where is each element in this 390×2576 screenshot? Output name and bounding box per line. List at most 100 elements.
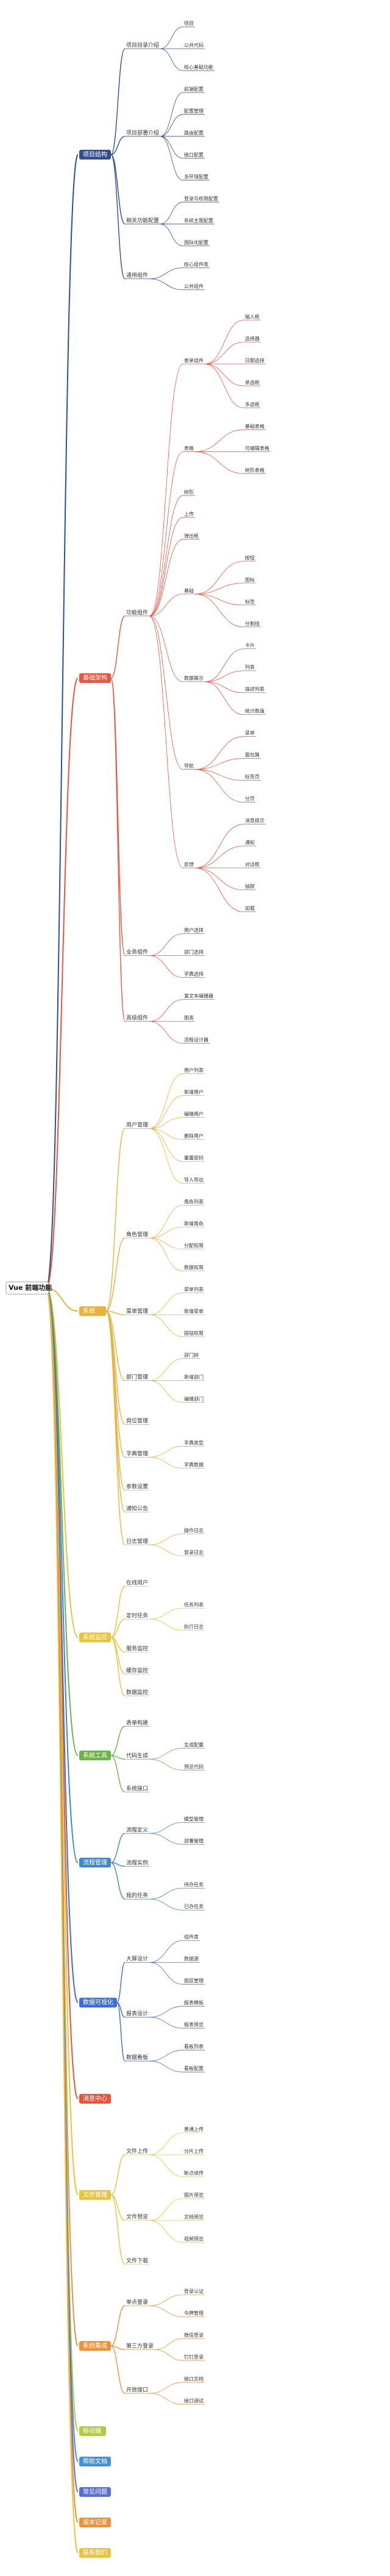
topic-label: 高级组件 xyxy=(126,1014,148,1021)
branch-node[interactable] xyxy=(79,2518,111,2528)
subtopic-label: 登录认证 xyxy=(184,2288,204,2294)
branch-connector xyxy=(204,648,244,683)
branch-connector xyxy=(110,1725,126,1756)
subtopic-label: 字典选择 xyxy=(184,971,204,977)
branch-label: 文件管理 xyxy=(83,2191,107,2199)
branch-node[interactable] xyxy=(79,1998,117,2008)
subtopic-label: 树形 xyxy=(184,489,194,495)
branch-connector xyxy=(110,678,126,956)
branch-connector xyxy=(149,2006,183,2018)
branch-connector xyxy=(105,1310,126,1546)
branch-node[interactable] xyxy=(79,2190,111,2200)
branch-connector xyxy=(204,670,244,683)
branch-connector xyxy=(46,1287,79,1638)
branch-connector xyxy=(149,1073,183,1129)
branch-connector xyxy=(204,363,244,387)
topic-label: 项目目录介绍 xyxy=(126,41,159,48)
branch-connector xyxy=(160,136,183,181)
branch-node[interactable] xyxy=(79,2457,111,2467)
subtopic-label: 数据权限 xyxy=(184,1264,204,1270)
subtopic-label: 分配权限 xyxy=(184,1243,204,1249)
branch-connector xyxy=(149,1618,183,1630)
branch-connector xyxy=(194,561,244,595)
branch-node[interactable] xyxy=(79,1306,106,1316)
branch-node[interactable] xyxy=(79,1632,111,1643)
subtopic-label: 核心组件库 xyxy=(184,261,208,267)
subtopic-label: 表格 xyxy=(184,445,194,451)
branch-connector xyxy=(149,2154,183,2177)
subtopic-label: 令牌管理 xyxy=(184,2310,204,2316)
topic-label: 报表设计 xyxy=(126,2010,148,2016)
topic-label: 缓存监控 xyxy=(126,1666,148,1673)
branch-node[interactable] xyxy=(79,149,111,160)
topic-label: 系统接口 xyxy=(126,1785,148,1791)
subtopic-label: 抽屉 xyxy=(245,883,255,890)
branch-connector xyxy=(105,1310,126,1491)
topic-label: 字典管理 xyxy=(126,1450,148,1456)
subtopic-label: 字典类型 xyxy=(184,1439,204,1445)
subtopic-label: 统计数值 xyxy=(245,708,264,714)
subtopic-label: 接口文档 xyxy=(184,2376,204,2382)
branch-connector xyxy=(149,1457,183,1469)
branch-node[interactable] xyxy=(79,2548,111,2558)
subtopic-label: 系统主题配置 xyxy=(184,217,213,223)
subtopic-label: 输入框 xyxy=(245,314,260,320)
branch-node[interactable] xyxy=(79,2487,111,2497)
branch-connector xyxy=(149,1940,183,1963)
root-label: Vue 前端功能 xyxy=(9,1283,52,1292)
branch-connector xyxy=(149,1822,183,1834)
branch-label: 数据可视化 xyxy=(83,1998,113,2006)
subtopic-label: 分割线 xyxy=(245,620,260,626)
branch-connector xyxy=(160,26,183,49)
branch-connector xyxy=(110,1862,126,1867)
subtopic-label: 面包屑 xyxy=(245,752,260,758)
branch-connector xyxy=(160,114,183,137)
topic-label: 岗位管理 xyxy=(126,1417,148,1423)
subtopic-label: 列表 xyxy=(245,664,255,670)
subtopic-label: 编辑部门 xyxy=(184,1395,204,1402)
subtopic-label: 分片上传 xyxy=(184,2148,204,2154)
branch-node[interactable] xyxy=(79,673,111,683)
branch-connector xyxy=(149,955,183,978)
branch-connector xyxy=(149,267,183,279)
branch-node[interactable] xyxy=(79,1750,111,1761)
branch-connector xyxy=(149,1446,183,1458)
branch-node[interactable] xyxy=(79,2094,111,2104)
subtopic-label: 文档预览 xyxy=(184,2214,204,2220)
branch-node[interactable] xyxy=(79,1858,111,1868)
branch-connector xyxy=(149,1238,183,1249)
subtopic-label: 生成配置 xyxy=(184,1741,204,1747)
branch-connector xyxy=(149,1293,183,1315)
subtopic-label: 部门选择 xyxy=(184,949,204,955)
branch-connector xyxy=(194,594,244,628)
subtopic-label: 上传 xyxy=(184,511,194,517)
branch-connector xyxy=(149,1887,183,1900)
subtopic-label: 项目 xyxy=(184,21,194,26)
branch-connector xyxy=(149,2049,183,2062)
subtopic-label: 消息提示 xyxy=(245,818,264,824)
branch-connector xyxy=(160,202,183,225)
topic-label: 功能组件 xyxy=(126,609,148,616)
subtopic-label: 路由配置 xyxy=(184,130,204,136)
subtopic-label: 普通上传 xyxy=(184,2126,204,2132)
branch-connector xyxy=(149,451,183,617)
subtopic-label: 导入导出 xyxy=(184,1177,204,1183)
branch-node[interactable] xyxy=(79,2341,111,2351)
subtopic-label: 组件库 xyxy=(184,1934,199,1940)
topic-label: 部门管理 xyxy=(126,1373,148,1380)
branch-node[interactable] xyxy=(79,2426,106,2437)
subtopic-label: 单选框 xyxy=(245,379,260,385)
subtopic-label: 部门树 xyxy=(184,1352,199,1358)
branch-connector xyxy=(194,824,244,869)
branch-connector xyxy=(46,1287,79,1312)
root-node-box[interactable] xyxy=(5,1282,49,1294)
branch-connector xyxy=(160,136,183,159)
branch-connector xyxy=(149,2198,183,2221)
branch-connector xyxy=(110,1618,126,1638)
branch-connector xyxy=(105,1310,126,1316)
subtopic-label: 选择器 xyxy=(245,335,260,342)
subtopic-label: 国际化配置 xyxy=(184,239,208,245)
branch-connector xyxy=(149,616,183,869)
branch-connector xyxy=(149,1227,183,1238)
subtopic-label: 日期选择 xyxy=(245,357,264,363)
